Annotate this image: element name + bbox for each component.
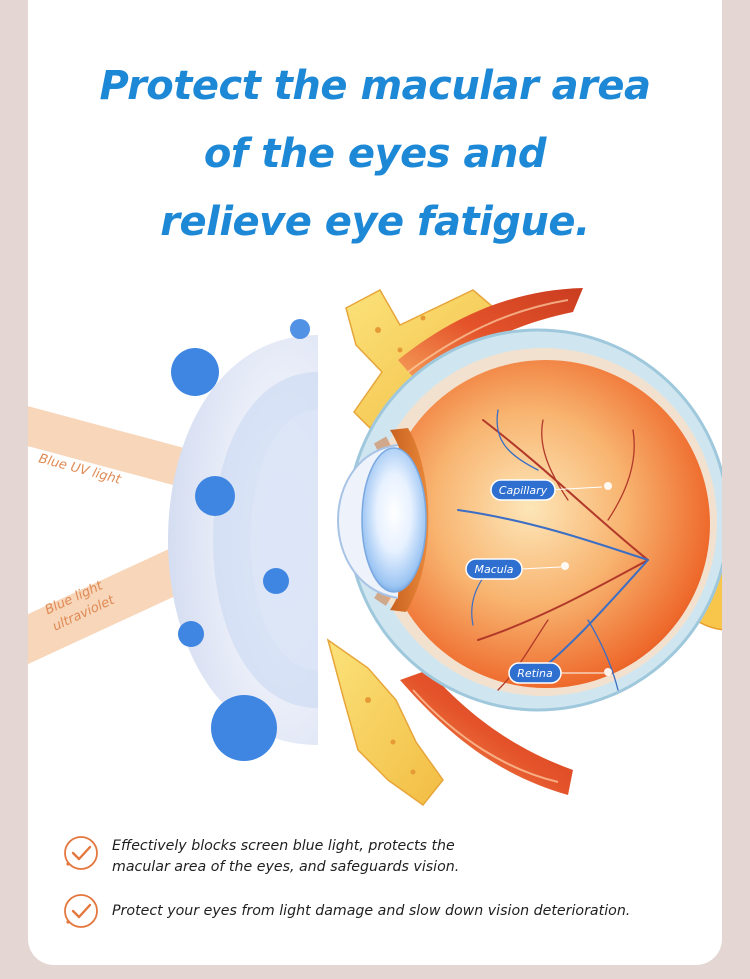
blue-light-dots <box>171 319 310 761</box>
label-retina-text: Retina <box>517 667 553 680</box>
label-capillary: Capillary <box>490 479 603 501</box>
headline-line-1: Protect the macular area <box>99 63 651 109</box>
label-retina: Retina <box>508 662 604 684</box>
feature-text: Protect your eyes from light damage and … <box>112 903 631 919</box>
content-card: Protect the macular area of the eyes and… <box>28 0 722 965</box>
feature-text: Effectively blocks screen blue light, pr… <box>112 838 460 875</box>
eye-muscle-bottom <box>400 670 573 795</box>
shield-layers <box>168 335 318 745</box>
headline-line-2: of the eyes and <box>203 131 547 177</box>
feature-list: Effectively blocks screen blue light, pr… <box>62 836 702 930</box>
check-circle-icon <box>64 836 98 870</box>
check-circle-icon <box>64 894 98 928</box>
label-macula: Macula <box>465 558 562 580</box>
feature-item: Effectively blocks screen blue light, pr… <box>62 836 702 878</box>
headline: Protect the macular area of the eyes and… <box>28 52 722 256</box>
cornea-and-lens <box>337 444 427 599</box>
eyeball <box>346 328 722 712</box>
headline-line-3: relieve eye fatigue. <box>160 199 590 245</box>
label-capillary-text: Capillary <box>499 484 548 497</box>
orbital-bone-bottom <box>326 638 444 807</box>
eye-anatomy-illustration: Capillary Macula Retina Blue UV light Bl… <box>28 288 722 807</box>
label-macula-text: Macula <box>474 563 513 576</box>
feature-item: Protect your eyes from light damage and … <box>62 894 702 930</box>
blood-vessels <box>457 409 649 691</box>
